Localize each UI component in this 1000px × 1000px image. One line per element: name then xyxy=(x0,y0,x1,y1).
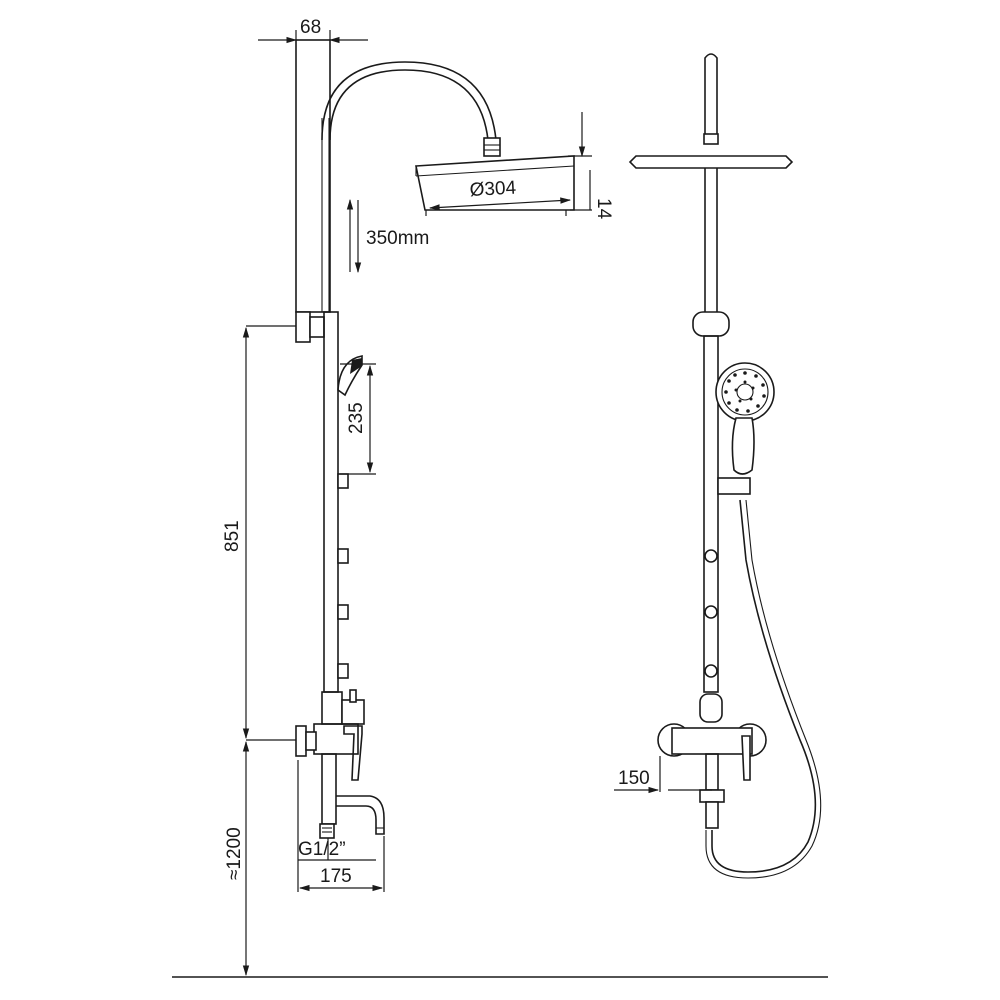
body-jet-1-side xyxy=(337,548,349,564)
dim-head-thickness-label: 14 xyxy=(593,198,614,220)
shower-hose xyxy=(711,499,817,873)
dim-top-width-label: 68 xyxy=(300,17,321,38)
dim-inlet-spacing-label: 150 xyxy=(618,768,650,789)
shower-head-front xyxy=(628,155,794,169)
slide-rail xyxy=(295,39,331,313)
body-jet-2-front xyxy=(704,605,718,619)
upper-wall-bracket xyxy=(295,311,311,343)
dim-slide-travel-label: 350mm xyxy=(366,228,429,249)
lower-wall-connection xyxy=(295,725,307,757)
body-jet-2-side xyxy=(337,604,349,620)
dim-upper-height-label: 851 xyxy=(222,520,243,552)
shower-arm xyxy=(321,61,497,141)
dim-head-diameter-label: Ø304 xyxy=(469,178,517,201)
diverter-block-side xyxy=(321,691,343,725)
mixer-front xyxy=(657,723,767,781)
dim-lower-height-label: ≈1200 xyxy=(224,827,245,880)
dim-mixer-width-label: 175 xyxy=(320,866,352,887)
hand-shower-holder xyxy=(717,477,751,495)
upper-bracket-front xyxy=(692,311,730,337)
body-jet-3-front xyxy=(704,664,718,678)
mixer-body-side xyxy=(313,723,359,755)
dim-hand-shower-label: 235 xyxy=(346,402,367,434)
body-jet-1-front xyxy=(704,549,718,563)
main-column xyxy=(323,311,339,693)
diverter-front xyxy=(699,693,723,723)
side-view: 68 Ø304 14 350mm 235 851 ≈1200 G1/2 xyxy=(222,17,614,977)
bath-spout xyxy=(336,795,385,835)
main-column-front xyxy=(703,335,719,693)
body-jet-3-side xyxy=(337,663,349,679)
front-view: 150 xyxy=(614,53,822,879)
hand-shower-front xyxy=(715,362,775,475)
dim-inlet-thread-label: G1/2” xyxy=(298,839,346,860)
